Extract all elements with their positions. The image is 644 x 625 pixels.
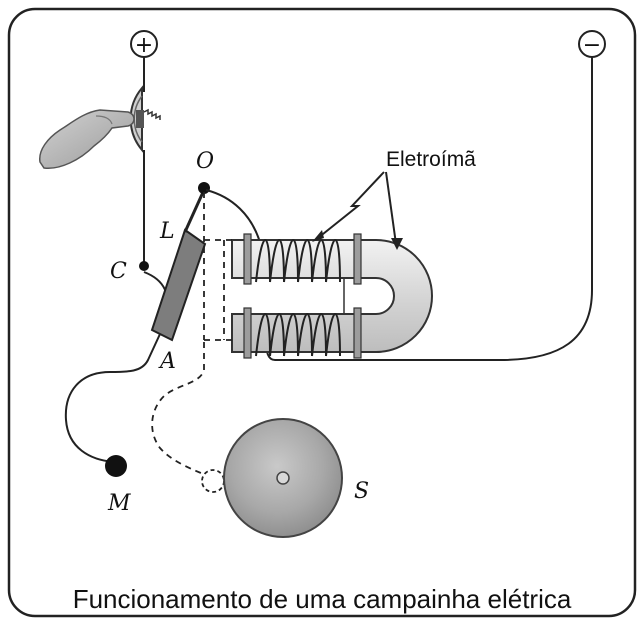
label-m: M xyxy=(107,491,131,516)
label-c: C xyxy=(110,259,127,284)
label-electromagnet: Eletroímã xyxy=(386,148,476,171)
bell xyxy=(223,418,343,538)
outer-frame xyxy=(7,7,637,618)
finger-icon xyxy=(39,109,135,169)
point-m-dot xyxy=(105,455,127,477)
arrowhead-1 xyxy=(312,230,324,242)
coil-upper xyxy=(255,239,341,283)
caption: Funcionamento de uma campainha elétrica xyxy=(73,584,572,614)
armature xyxy=(64,189,207,463)
contact-c-dot xyxy=(139,261,149,271)
label-s: S xyxy=(354,479,369,504)
negative-sign: − xyxy=(583,33,601,58)
negative-terminal: − xyxy=(578,30,606,58)
dashed-guides xyxy=(151,192,232,477)
hammer-ghost xyxy=(201,469,225,493)
label-a: A xyxy=(158,349,176,374)
positive-terminal: + xyxy=(130,30,158,58)
electromagnet-pointers xyxy=(317,171,397,245)
arrowhead-2 xyxy=(391,238,403,250)
label-o: O xyxy=(196,149,214,174)
label-l: L xyxy=(159,219,175,244)
coil-lower xyxy=(255,313,341,357)
positive-sign: + xyxy=(135,33,153,58)
wire-negative xyxy=(265,57,593,361)
